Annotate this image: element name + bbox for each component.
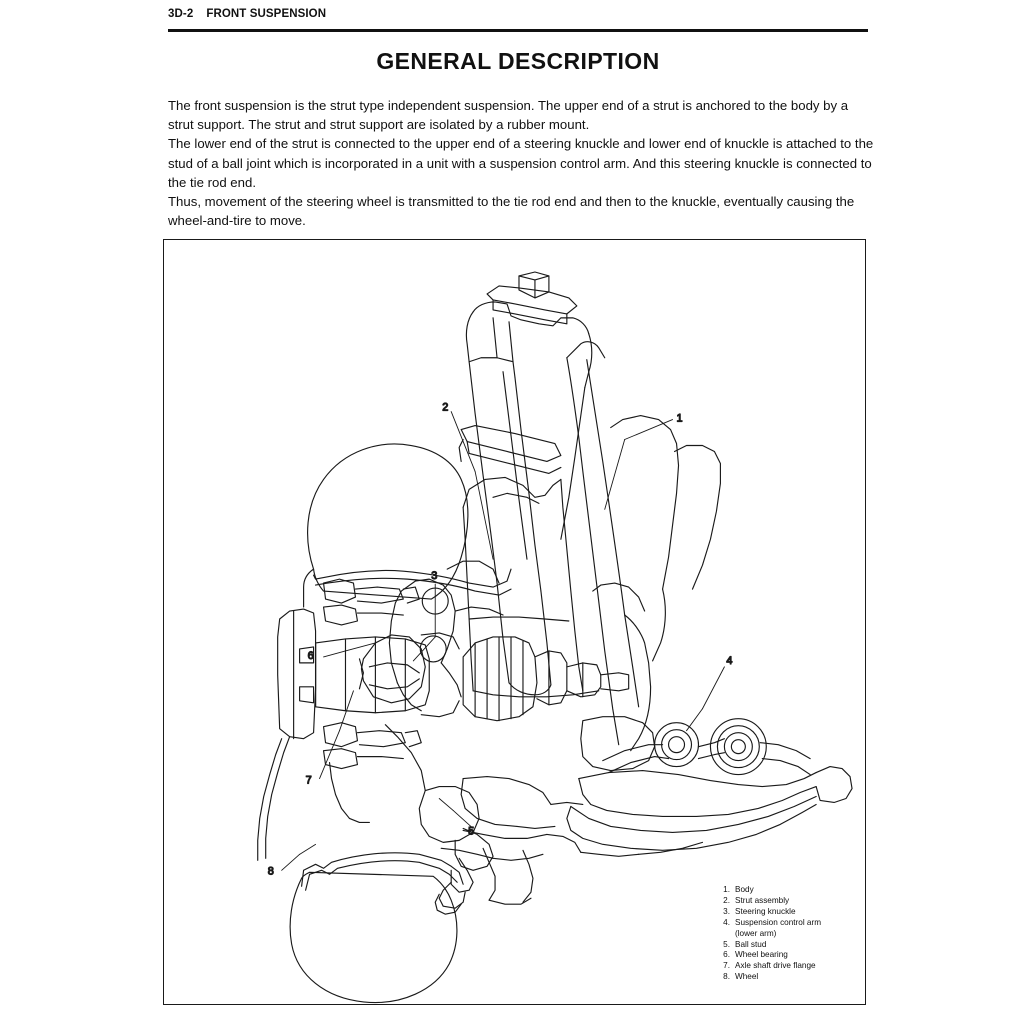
legend-item-2: 2. Strut assembly [716, 896, 861, 907]
callout-number-3: 3 [431, 570, 437, 582]
legend-item-4: 4. Suspension control arm [716, 918, 861, 929]
legend-label-8: Wheel [735, 972, 759, 982]
page-title: GENERAL DESCRIPTION [376, 48, 660, 74]
legend-number-2: 2. [723, 895, 730, 905]
legend-number-1: 1. [723, 885, 730, 894]
callout-number-1: 1 [677, 413, 683, 425]
callout-number-6: 6 [308, 650, 314, 662]
front-suspension-exploded-diagram: 1 2 3 4 5 6 7 8 [257, 271, 853, 1004]
control-arm-bushings [654, 718, 767, 776]
wheel-arch-lines [301, 568, 512, 891]
lower-wheel-outline [289, 871, 458, 1004]
header-section-code: 3D-2 [168, 8, 194, 20]
header-divider-rule [168, 29, 868, 32]
callout-numbers: 1 2 3 4 5 6 7 8 [267, 401, 733, 878]
subframe-and-brackets [440, 716, 704, 905]
legend-number-8: 8. [723, 972, 730, 982]
legend-number-5: 5. [723, 939, 730, 949]
ball-stud-tie-rod [384, 724, 494, 915]
legend-label-7: Axle shaft drive flange [735, 961, 816, 971]
paragraph-1: The front suspension is the strut type i… [168, 98, 849, 133]
callout-number-8: 8 [268, 865, 274, 877]
legend-item-1: 1. Body [716, 885, 861, 896]
callout-number-5: 5 [468, 825, 474, 837]
body-text: The front suspension is the strut type i… [168, 96, 874, 230]
legend-label-6: Wheel bearing [735, 950, 788, 960]
legend-label-5: Ball stud [735, 939, 767, 949]
header-section-title: FRONT SUSPENSION [206, 8, 327, 20]
legend-label-3: Steering knuckle [735, 906, 796, 916]
callout-number-2: 2 [442, 402, 448, 414]
strut-assembly [458, 271, 593, 696]
paragraph-3: Thus, movement of the steering wheel is … [168, 194, 855, 229]
steering-knuckle [360, 560, 504, 712]
body-panel [462, 341, 721, 752]
legend-item-3: 3. Steering knuckle [716, 907, 861, 918]
legend-label-1: Body [735, 885, 754, 894]
legend-number-7: 7. [723, 961, 730, 971]
brake-hose-lines [257, 736, 370, 861]
legend-number-6: 6. [723, 950, 730, 960]
legend-label-4: Suspension control arm [735, 917, 822, 927]
header-row: 3D-2 FRONT SUSPENSION [168, 8, 868, 20]
legend-label-4-sub: (lower arm) [735, 928, 777, 938]
parts-legend: 1. Body 2. Strut assembly 3. Steering kn… [716, 885, 861, 983]
legend-item-5: 5. Ball stud [716, 940, 861, 951]
page-header: 3D-2 FRONT SUSPENSION [168, 8, 868, 34]
figure-frame: 1 2 3 4 5 6 7 8 1. Body 2. Strut assembl… [163, 239, 866, 1005]
legend-item-8: 8. Wheel [716, 972, 861, 983]
legend-number-3: 3. [723, 906, 730, 916]
paragraph-2: The lower end of the strut is connected … [168, 136, 874, 190]
callout-number-4: 4 [726, 655, 732, 667]
callout-number-7: 7 [306, 775, 312, 787]
wheel-bearing-hub-assembly [277, 578, 460, 770]
callout-leader-lines [281, 411, 725, 871]
legend-number-4: 4. [723, 917, 730, 927]
cv-boot-axle-shaft [462, 636, 630, 722]
upper-wheel-outline [303, 443, 469, 608]
suspension-control-arm [566, 718, 853, 851]
legend-item-7: 7. Axle shaft drive flange [716, 961, 861, 972]
legend-item-6: 6. Wheel bearing [716, 950, 861, 961]
legend-label-2: Strut assembly [735, 895, 790, 905]
